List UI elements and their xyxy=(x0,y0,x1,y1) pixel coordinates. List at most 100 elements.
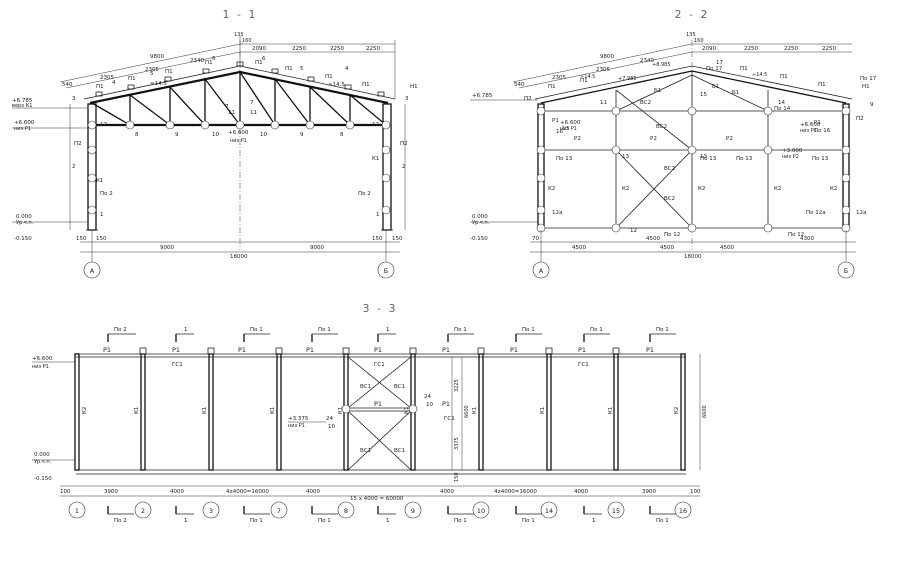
svg-text:По 2: По 2 xyxy=(114,518,127,524)
svg-text:150: 150 xyxy=(454,472,460,482)
bottom-dimensions: 70 4500 4500 4500 4500 4300 18000 А Б xyxy=(530,230,856,279)
svg-text:Р1: Р1 xyxy=(103,346,111,354)
purlins xyxy=(95,61,385,97)
svg-text:ВС1: ВС1 xyxy=(360,384,371,390)
svg-text:0.000: 0.000 xyxy=(472,214,488,220)
bottom-dimensions: 150 150 9000 9000 150 150 18000 А Б xyxy=(76,230,403,279)
svg-text:10: 10 xyxy=(212,132,219,138)
svg-text:9: 9 xyxy=(300,132,304,138)
svg-text:По 1: По 1 xyxy=(522,327,535,333)
svg-text:П1: П1 xyxy=(740,66,748,72)
svg-text:П1: П1 xyxy=(285,66,293,72)
svg-text:низ Р1: низ Р1 xyxy=(230,138,247,144)
part-labels: Р1 Р1 Р1 Р1 Р1 Р1 Р1 Р1 Р1 Р1 Р1 ГС1 ГС1… xyxy=(82,346,680,454)
svg-text:2250: 2250 xyxy=(330,46,344,52)
svg-text:≈14.5: ≈14.5 xyxy=(150,81,167,87)
svg-text:К1: К1 xyxy=(270,407,276,414)
svg-text:540: 540 xyxy=(62,82,73,88)
svg-text:12: 12 xyxy=(100,122,107,128)
svg-text:2305: 2305 xyxy=(100,75,114,81)
svg-text:10: 10 xyxy=(260,132,267,138)
svg-text:По 17: По 17 xyxy=(706,66,723,72)
svg-text:Б1: Б1 xyxy=(654,88,661,94)
svg-text:П1: П1 xyxy=(128,76,136,82)
svg-text:7: 7 xyxy=(277,507,281,515)
svg-text:3: 3 xyxy=(209,507,213,515)
svg-text:5: 5 xyxy=(150,71,154,77)
top-dimensions: 540 2305 2305 2340 2090 2250 2250 2250 1… xyxy=(59,32,396,99)
svg-text:низ Р1: низ Р1 xyxy=(560,126,577,132)
svg-text:Р1: Р1 xyxy=(374,400,382,408)
svg-text:1: 1 xyxy=(592,518,596,524)
svg-text:А: А xyxy=(90,267,95,275)
svg-text:+7.985: +7.985 xyxy=(618,76,637,82)
svg-text:+6.785: +6.785 xyxy=(12,98,33,104)
svg-text:П1: П1 xyxy=(580,78,588,84)
svg-text:3375: 3375 xyxy=(454,437,460,450)
svg-text:Н1: Н1 xyxy=(410,84,418,90)
svg-text:13: 13 xyxy=(562,126,569,132)
svg-text:Р1: Р1 xyxy=(578,346,586,354)
svg-text:0.000: 0.000 xyxy=(34,452,50,458)
svg-text:+6.600: +6.600 xyxy=(560,120,581,126)
svg-text:Б: Б xyxy=(844,267,848,275)
svg-text:4000: 4000 xyxy=(574,489,588,495)
svg-text:15: 15 xyxy=(700,92,707,98)
svg-text:Р1: Р1 xyxy=(442,400,450,408)
svg-text:9800: 9800 xyxy=(600,54,614,60)
svg-text:Р1: Р1 xyxy=(306,346,314,354)
svg-text:К1: К1 xyxy=(472,407,478,414)
top-dimensions: 540 2305 2305 2340 2090 2250 2250 2250 1… xyxy=(512,32,852,89)
svg-text:3900: 3900 xyxy=(104,489,118,495)
svg-text:2250: 2250 xyxy=(822,46,836,52)
svg-text:4000: 4000 xyxy=(440,489,454,495)
svg-text:По 2: По 2 xyxy=(358,191,371,197)
svg-text:Ур.ч.п.: Ур.ч.п. xyxy=(472,220,490,226)
svg-text:2250: 2250 xyxy=(744,46,758,52)
svg-text:П1: П1 xyxy=(362,82,370,88)
svg-text:1: 1 xyxy=(100,212,104,218)
svg-text:12: 12 xyxy=(372,122,379,128)
axis-bubble xyxy=(377,261,395,279)
svg-text:К2: К2 xyxy=(82,407,88,414)
svg-text:8: 8 xyxy=(344,507,348,515)
svg-text:14: 14 xyxy=(545,507,553,515)
svg-text:П1: П1 xyxy=(96,84,104,90)
svg-text:А: А xyxy=(539,267,544,275)
svg-text:По 17: По 17 xyxy=(860,76,877,82)
svg-text:ВС1: ВС1 xyxy=(394,448,405,454)
longitudinal-frame xyxy=(74,347,686,475)
svg-text:-0.150: -0.150 xyxy=(470,236,488,242)
svg-text:13: 13 xyxy=(622,154,629,160)
svg-text:+6.600: +6.600 xyxy=(800,122,821,128)
svg-text:3: 3 xyxy=(72,96,76,102)
svg-text:По 1: По 1 xyxy=(318,518,331,524)
svg-text:1: 1 xyxy=(184,518,188,524)
svg-text:По 12: По 12 xyxy=(788,232,804,238)
bottom-dimensions: 100 3900 4000 4x4000=16000 4000 4000 4x4… xyxy=(60,485,701,502)
svg-text:10: 10 xyxy=(328,424,335,430)
svg-text:К2: К2 xyxy=(622,186,629,192)
svg-text:+3.000: +3.000 xyxy=(782,148,803,154)
elevation-marks: +6.600 низ Р1 0.000 Ур.ч.п. -0.150 +3.37… xyxy=(32,356,326,482)
svg-text:2090: 2090 xyxy=(702,46,716,52)
svg-text:По 2: По 2 xyxy=(114,327,127,333)
svg-text:8: 8 xyxy=(340,132,344,138)
svg-text:150: 150 xyxy=(76,236,87,242)
svg-text:По 13: По 13 xyxy=(556,156,573,162)
svg-text:По 1: По 1 xyxy=(454,327,467,333)
svg-text:П1: П1 xyxy=(325,74,333,80)
svg-text:+8.985: +8.985 xyxy=(652,62,671,68)
svg-text:П1: П1 xyxy=(165,69,173,75)
svg-text:2305: 2305 xyxy=(552,75,566,81)
svg-text:100: 100 xyxy=(60,489,71,495)
node-markers xyxy=(87,120,391,215)
svg-text:160: 160 xyxy=(694,38,704,44)
svg-text:2: 2 xyxy=(141,507,145,515)
svg-text:24: 24 xyxy=(326,416,333,422)
section-1-1: 1 - 1 xyxy=(12,8,418,279)
svg-text:16: 16 xyxy=(679,507,687,515)
svg-text:низ Р2: низ Р2 xyxy=(782,154,799,160)
svg-text:0.000: 0.000 xyxy=(16,214,32,220)
